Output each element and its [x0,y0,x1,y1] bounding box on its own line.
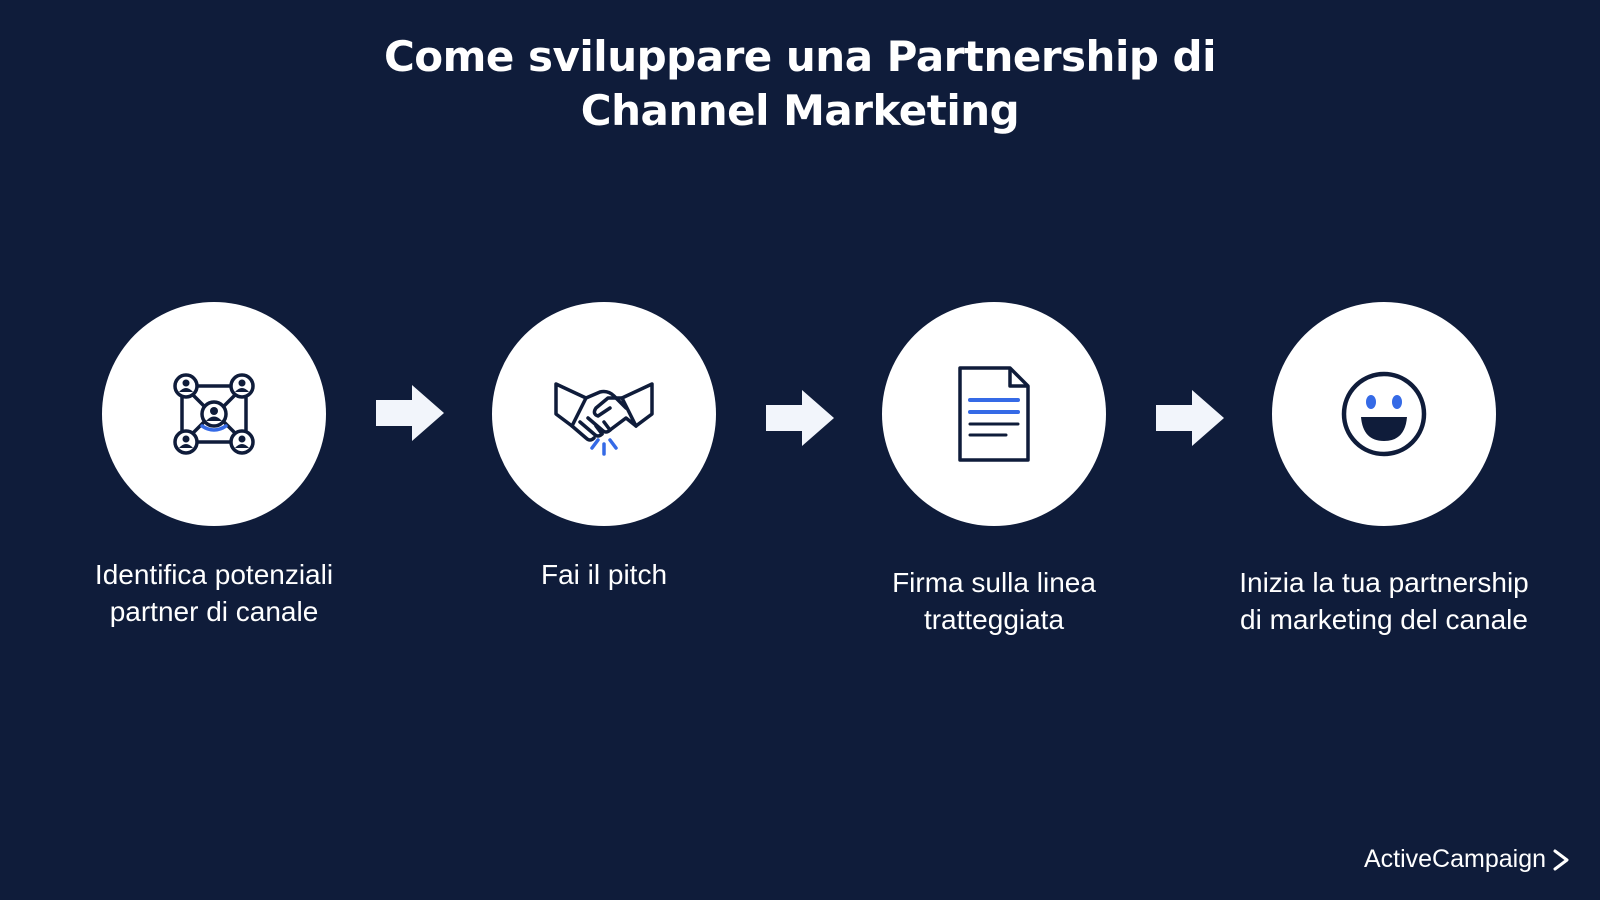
brand-logo: ActiveCampaign [1364,845,1570,874]
arrow-right-icon [1156,390,1224,446]
step-4-circle [1272,302,1496,526]
step-1-label-line-2: partner di canale [109,596,319,627]
step-1-label: Identifica potenziali partner di canale [44,556,384,630]
step-1-label-line-1: Identifica potenziali [94,559,334,590]
document-icon [958,366,1030,462]
step-2-label-line-1: Fai il pitch [540,559,668,590]
step-3-circle [882,302,1106,526]
chevron-right-icon [1553,849,1569,870]
title-line-1: Come sviluppare una Partnership di [383,32,1217,81]
arrow-right-icon [376,385,444,441]
step-2-label: Fai il pitch [434,556,774,593]
network-people-icon [173,373,255,455]
step-4-label-line-2: di marketing del canale [1240,604,1528,635]
arrow-right-icon [766,390,834,446]
step-3-label-line-2: tratteggiata [923,604,1065,635]
step-3-label-line-1: Firma sulla linea [892,567,1096,598]
step-2-circle [492,302,716,526]
brand-name: ActiveCampaign [1363,845,1546,873]
title-line-2: Channel Marketing [580,86,1020,135]
smiley-face-icon [1341,371,1427,457]
page-title: Come sviluppare una Partnership di Chann… [0,30,1600,138]
step-1-circle [102,302,326,526]
step-4-label: Inizia la tua partnership di marketing d… [1214,564,1554,638]
step-4-label-line-1: Inizia la tua partnership [1239,567,1529,598]
step-3-label: Firma sulla linea tratteggiata [824,564,1164,638]
handshake-icon [554,382,654,456]
